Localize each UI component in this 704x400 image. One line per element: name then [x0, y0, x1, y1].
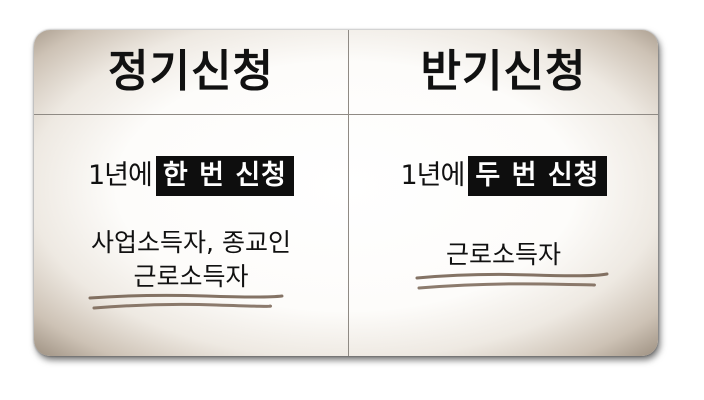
half-year-application-title: 반기신청 — [420, 46, 587, 97]
column-divider — [348, 30, 349, 356]
regular-frequency-highlight: 한 번 신청 — [155, 156, 295, 196]
regular-eligible-line-1: 사업소득자, 종교인 — [91, 228, 291, 257]
half-year-frequency-highlight: 두 번 신청 — [468, 156, 607, 196]
regular-underline-scribble — [88, 293, 284, 310]
half-year-frequency-prefix: 1년에 — [400, 160, 465, 191]
regular-eligible-text: 사업소득자, 종교인 근로소득자 — [34, 226, 348, 294]
regular-frequency-prefix: 1년에 — [87, 160, 153, 191]
header-divider — [34, 114, 658, 115]
half-year-underline-scribble — [415, 272, 609, 290]
regular-eligible-line-2: 근로소득자 — [133, 262, 249, 291]
half-year-eligible-text: 근로소득자 — [349, 238, 658, 272]
regular-application-title: 정기신청 — [108, 46, 274, 97]
half-year-eligible-line-1: 근로소득자 — [445, 240, 561, 269]
